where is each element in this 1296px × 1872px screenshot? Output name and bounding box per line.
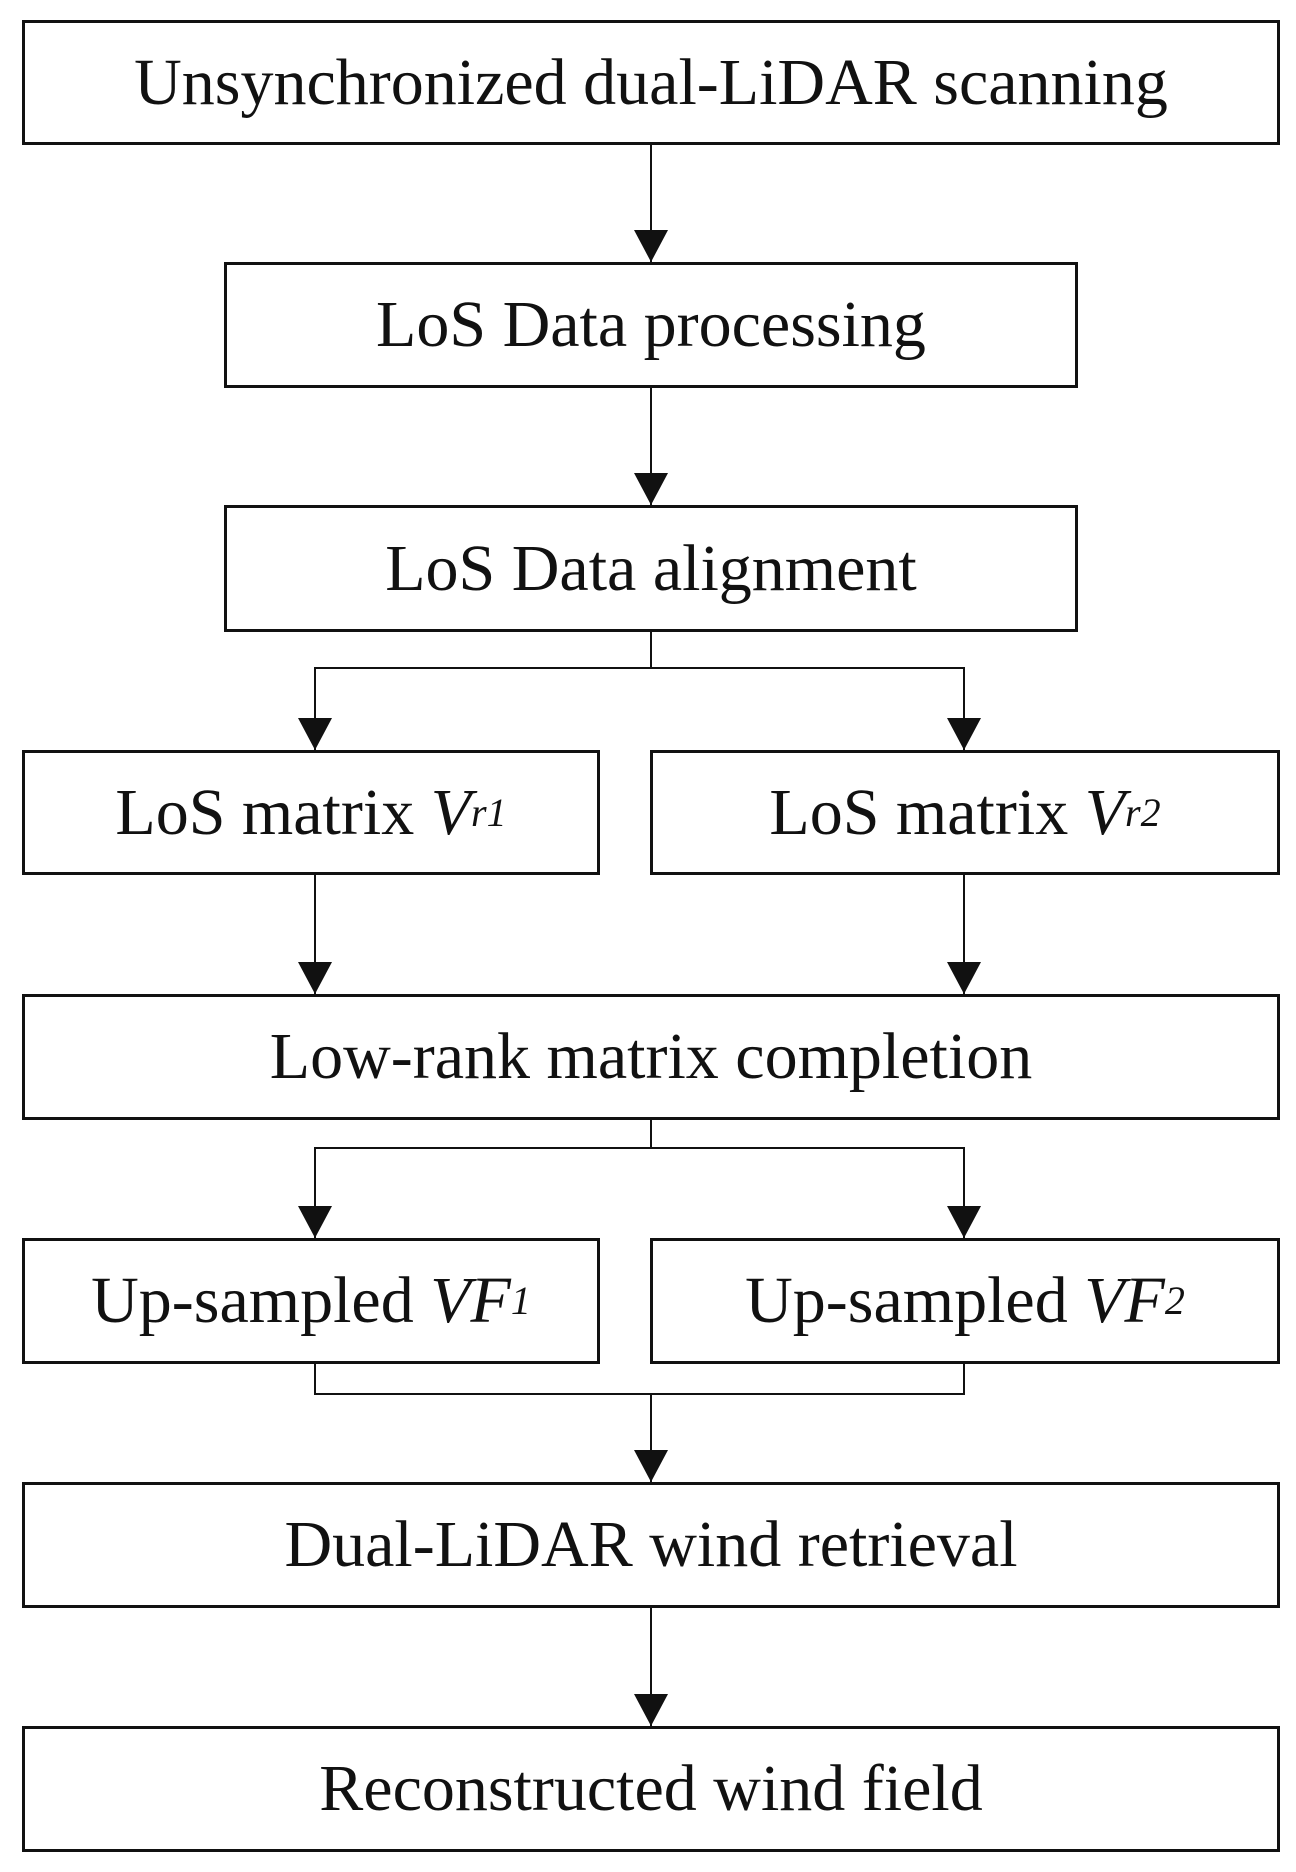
arrowhead-matrix1-to-completion — [298, 962, 332, 994]
box-label: Dual-LiDAR wind retrieval — [284, 1508, 1018, 1581]
split-completion-to-upsampled — [314, 1120, 652, 1238]
box-los-data-processing: LoS Data processing — [224, 262, 1078, 388]
box-label: LoS Data processing — [376, 288, 926, 361]
box-low-rank-completion: Low-rank matrix completion — [22, 994, 1280, 1120]
arrowhead-processing-to-alignment — [634, 473, 668, 505]
arrowhead-to-upsampled1 — [298, 1206, 332, 1238]
arrowhead-to-matrix1 — [298, 718, 332, 750]
split-alignment-to-matrices — [314, 632, 652, 750]
box-dual-lidar-retrieval: Dual-LiDAR wind retrieval — [22, 1482, 1280, 1608]
arrowhead-matrix2-to-completion — [947, 962, 981, 994]
box-reconstructed-wind-field: Reconstructed wind field — [22, 1726, 1280, 1852]
box-label-prefix: Up-sampled — [745, 1264, 1085, 1337]
matrix-variable: V — [430, 775, 472, 849]
upsampled-variable: VF — [430, 1264, 511, 1337]
split-alignment-to-matrix2 — [651, 667, 965, 750]
box-label-prefix: LoS matrix — [769, 775, 1085, 849]
box-label: Reconstructed wind field — [319, 1752, 983, 1825]
matrix-variable: V — [1084, 775, 1126, 849]
box-label: LoS Data alignment — [385, 531, 917, 605]
box-los-data-alignment: LoS Data alignment — [224, 505, 1078, 632]
box-label-prefix: LoS matrix — [115, 775, 431, 849]
arrowhead-to-matrix2 — [947, 718, 981, 750]
box-label-prefix: Up-sampled — [91, 1264, 431, 1337]
split-completion-to-upsampled2 — [651, 1147, 965, 1238]
arrowhead-to-upsampled2 — [947, 1206, 981, 1238]
arrowhead-scanning-to-processing — [634, 230, 668, 262]
box-label: Low-rank matrix completion — [269, 1020, 1033, 1093]
merge-upsampled-to-retrieval — [314, 1364, 965, 1395]
arrowhead-retrieval-to-reconstructed — [634, 1694, 668, 1726]
upsampled-variable: VF — [1084, 1264, 1165, 1337]
arrowhead-merge-to-retrieval — [634, 1450, 668, 1482]
box-unsynchronized-scanning: Unsynchronized dual-LiDAR scanning — [22, 20, 1280, 145]
box-label: Unsynchronized dual-LiDAR scanning — [134, 45, 1168, 119]
